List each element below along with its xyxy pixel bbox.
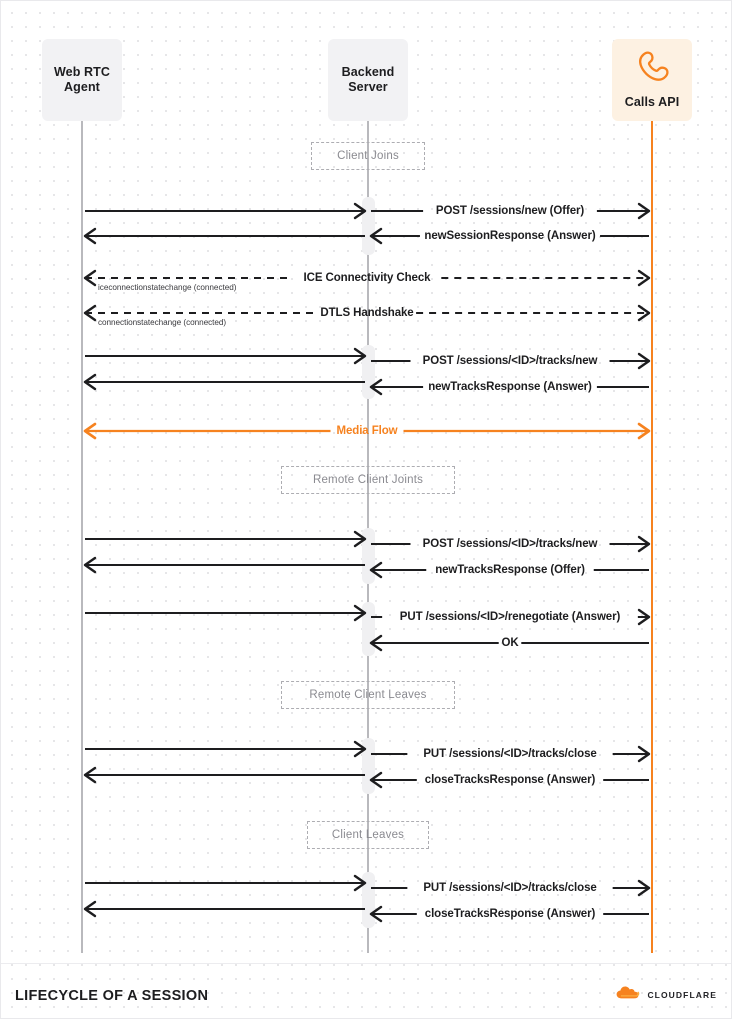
message-arrow-unlabeled <box>1 528 731 550</box>
message-arrow-unlabeled <box>1 554 731 576</box>
message-arrow <box>1 267 731 289</box>
fragment-label: Remote Client Joints <box>281 466 455 494</box>
message-label: closeTracksResponse (Answer) <box>424 908 596 920</box>
message-arrow <box>1 903 731 925</box>
message-label: newSessionResponse (Answer) <box>424 230 596 242</box>
fragment-label: Remote Client Leaves <box>281 681 455 709</box>
page-title: LIFECYCLE OF A SESSION <box>15 988 209 1004</box>
message-label: newTracksResponse (Offer) <box>435 564 585 576</box>
actor-label-backend: Backend Server <box>341 64 395 94</box>
lifeline-webrtc <box>81 121 83 953</box>
message-arrow <box>1 376 731 398</box>
message-sublabel: iceconnectionstatechange (connected) <box>98 283 237 292</box>
message-label: PUT /sessions/<ID>/tracks/close <box>423 882 597 894</box>
message-sublabel: connectionstatechange (connected) <box>98 318 227 327</box>
fragment-label: Client Leaves <box>306 821 430 849</box>
message-arrow <box>1 200 731 222</box>
message-arrow-unlabeled <box>1 371 731 393</box>
actor-label-calls: Calls API <box>624 94 680 109</box>
actor-webrtc: Web RTC Agent <box>42 39 122 121</box>
message-arrow <box>1 225 731 247</box>
phone-icon <box>632 50 672 88</box>
message-arrow-unlabeled <box>1 345 731 367</box>
message-arrow <box>1 632 731 654</box>
message-arrow <box>1 559 731 581</box>
message-arrow-unlabeled <box>1 872 731 894</box>
footer-divider <box>1 963 731 964</box>
message-arrow-unlabeled <box>1 764 731 786</box>
message-label: POST /sessions/<ID>/tracks/new <box>422 538 598 550</box>
message-arrow <box>1 420 731 442</box>
message-arrow-unlabeled <box>1 602 731 624</box>
message-label: PUT /sessions/<ID>/renegotiate (Answer) <box>399 611 621 623</box>
actor-backend: Backend Server <box>328 39 408 121</box>
message-arrow <box>1 302 731 324</box>
message-label: OK <box>501 637 519 649</box>
message-label: POST /sessions/<ID>/tracks/new <box>422 355 598 367</box>
cloud-icon <box>616 986 642 1004</box>
message-arrow <box>1 769 731 791</box>
message-arrow-unlabeled <box>1 200 731 222</box>
cloudflare-logo: CLOUDFLARE <box>616 986 717 1004</box>
message-arrow-unlabeled <box>1 738 731 760</box>
fragment-label: Client Joins <box>310 142 426 170</box>
message-label: PUT /sessions/<ID>/tracks/close <box>423 748 597 760</box>
message-arrow <box>1 743 731 765</box>
actor-calls: Calls API <box>612 39 692 121</box>
message-label: newTracksResponse (Answer) <box>428 381 592 393</box>
message-label: POST /sessions/new (Offer) <box>435 205 585 217</box>
message-arrow <box>1 533 731 555</box>
message-arrow <box>1 606 731 628</box>
message-label: ICE Connectivity Check <box>303 272 431 284</box>
message-arrow <box>1 877 731 899</box>
message-arrow-unlabeled <box>1 898 731 920</box>
message-arrow-unlabeled <box>1 225 731 247</box>
brand-text: CLOUDFLARE <box>647 990 717 1000</box>
message-label: DTLS Handshake <box>320 307 414 319</box>
actor-label-webrtc: Web RTC Agent <box>53 64 111 94</box>
message-label: closeTracksResponse (Answer) <box>424 774 596 786</box>
message-label: Media Flow <box>336 425 398 437</box>
message-arrow <box>1 350 731 372</box>
lifeline-calls <box>650 121 654 953</box>
